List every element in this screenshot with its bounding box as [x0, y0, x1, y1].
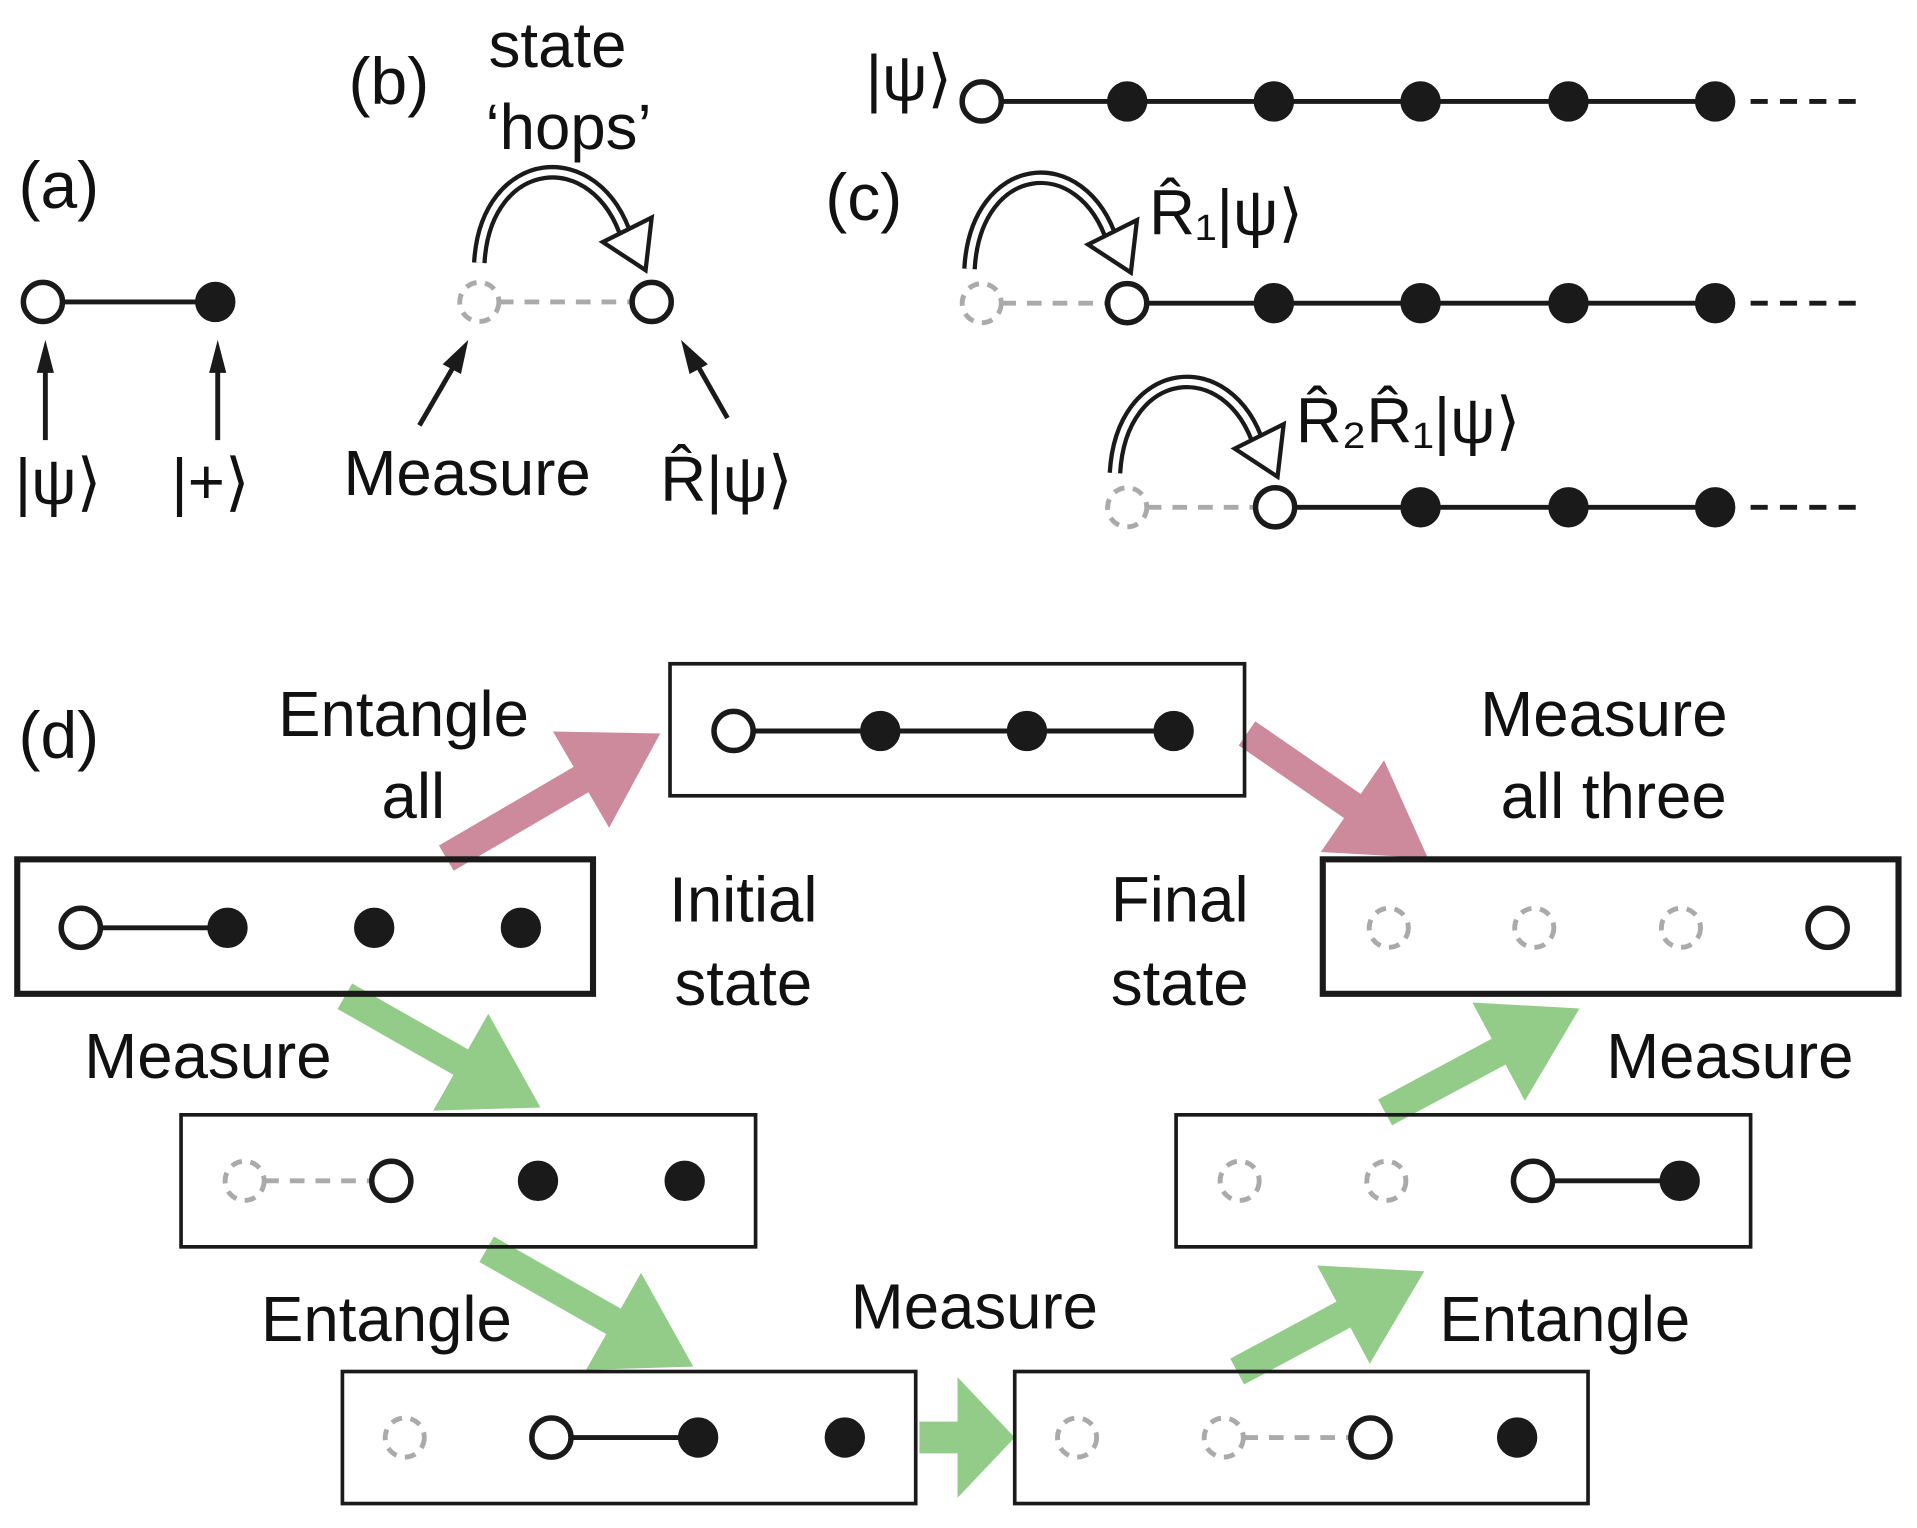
qubit-plus	[195, 281, 236, 323]
measured-qubit	[1512, 905, 1557, 950]
step2-box	[340, 1369, 918, 1506]
panel-b-label: (b)	[349, 44, 430, 118]
open-qubit	[58, 905, 104, 951]
hop-arrow-icon	[1107, 374, 1287, 481]
row3-label: R̂₂R̂₁|ψ⟩	[1296, 386, 1521, 457]
entangled-qubit	[1153, 710, 1194, 752]
initial-label-1: Initial	[669, 865, 817, 936]
open-qubit	[1252, 484, 1298, 530]
entangled-qubit	[1659, 1160, 1700, 1202]
open-qubit	[1104, 280, 1150, 326]
result-label: R̂|ψ⟩	[660, 444, 793, 515]
entangled-qubit	[517, 1160, 559, 1202]
step3-box	[1012, 1369, 1590, 1506]
entangled-qubit	[860, 710, 901, 752]
hops-label-1: state	[489, 10, 627, 81]
final-label-1: Final	[1111, 865, 1249, 936]
open-qubit	[1805, 905, 1850, 951]
arrow-icon	[36, 339, 54, 373]
measured-qubit	[382, 1415, 427, 1460]
arrow-icon	[442, 339, 469, 375]
measured-qubit	[1364, 1158, 1409, 1203]
open-qubit	[1510, 1158, 1556, 1204]
entangled-qubit	[1694, 487, 1736, 528]
entangled-qubit	[1694, 81, 1736, 122]
entangled-state-box	[668, 661, 1247, 798]
measured-qubit	[457, 279, 502, 324]
transition-arrow-icon	[1230, 1265, 1425, 1385]
open-qubit	[529, 1415, 574, 1460]
measure-step-label: Measure	[851, 1272, 1098, 1343]
measure-label: Measure	[343, 438, 590, 509]
final-label-2: state	[1111, 948, 1249, 1019]
entangled-qubit	[1548, 282, 1589, 324]
measure-step-label: Measure	[1606, 1021, 1853, 1092]
panel-a-label: (a)	[18, 148, 99, 222]
open-qubit	[711, 708, 756, 754]
entangle-step-label: Entangle	[1439, 1284, 1690, 1355]
measure-all-label-2: all three	[1501, 761, 1727, 832]
open-qubit	[368, 1158, 414, 1204]
arrow-icon	[209, 339, 227, 373]
entangled-qubit	[1107, 81, 1148, 122]
entangle-step-label: Entangle	[261, 1284, 512, 1355]
step4-box	[1174, 1112, 1753, 1249]
hop-arrow-icon	[471, 165, 655, 274]
entangle-all-label-1: Entangle	[278, 679, 529, 750]
measured-qubit	[959, 281, 1004, 326]
entangle-all-label-2: all	[382, 761, 446, 832]
entangled-qubit	[1006, 710, 1048, 752]
transition-arrow-icon	[1378, 1002, 1580, 1126]
transition-arrow-icon	[919, 1377, 1015, 1498]
step1-box	[179, 1112, 758, 1249]
transition-arrow-icon	[337, 983, 541, 1111]
entangled-qubit	[1548, 81, 1589, 122]
entangled-qubit	[500, 907, 542, 948]
qubit-psi	[20, 279, 66, 325]
arrow-icon	[681, 339, 708, 375]
measure-all-label-1: Measure	[1480, 679, 1727, 750]
hop-arrow-icon	[962, 170, 1140, 277]
measure-step-label: Measure	[84, 1021, 331, 1092]
measured-qubit	[1217, 1158, 1262, 1203]
panel-d-label: (d)	[18, 698, 99, 772]
measured-qubit	[222, 1158, 267, 1203]
row2-label: R̂₁|ψ⟩	[1149, 178, 1303, 249]
entangled-qubit	[1400, 487, 1441, 528]
entangled-qubit	[677, 1417, 719, 1458]
transition-arrow-icon	[1238, 721, 1428, 859]
measured-qubit	[1201, 1415, 1246, 1460]
initial-label-2: state	[674, 948, 812, 1019]
initial-state-box	[14, 856, 597, 997]
entangled-qubit	[664, 1160, 705, 1202]
open-qubit	[959, 79, 1005, 124]
qubit-result	[629, 279, 674, 325]
panel-c-label: (c)	[825, 160, 902, 234]
final-state-box	[1319, 856, 1902, 997]
entangled-qubit	[1694, 282, 1736, 324]
entangled-qubit	[207, 907, 248, 948]
transition-arrow-icon	[479, 1236, 694, 1370]
entangled-qubit	[354, 907, 395, 948]
measured-qubit	[1658, 905, 1703, 950]
hops-label-2: ‘hops’	[486, 92, 652, 163]
entangled-qubit	[1400, 81, 1441, 122]
open-qubit	[1348, 1415, 1393, 1460]
transition-arrow-icon	[438, 731, 661, 871]
plus-label: |+⟩	[171, 447, 249, 518]
measured-qubit	[1366, 905, 1411, 950]
row1-label: |ψ⟩	[866, 43, 953, 114]
entangled-qubit	[824, 1417, 865, 1458]
entangled-qubit	[1496, 1417, 1538, 1458]
measured-qubit	[1105, 485, 1150, 530]
entangled-qubit	[1400, 282, 1441, 324]
measured-qubit	[1055, 1415, 1100, 1460]
entangled-qubit	[1253, 81, 1295, 122]
entangled-qubit	[1253, 282, 1295, 324]
entangled-qubit	[1548, 487, 1589, 528]
psi-label: |ψ⟩	[15, 447, 102, 518]
